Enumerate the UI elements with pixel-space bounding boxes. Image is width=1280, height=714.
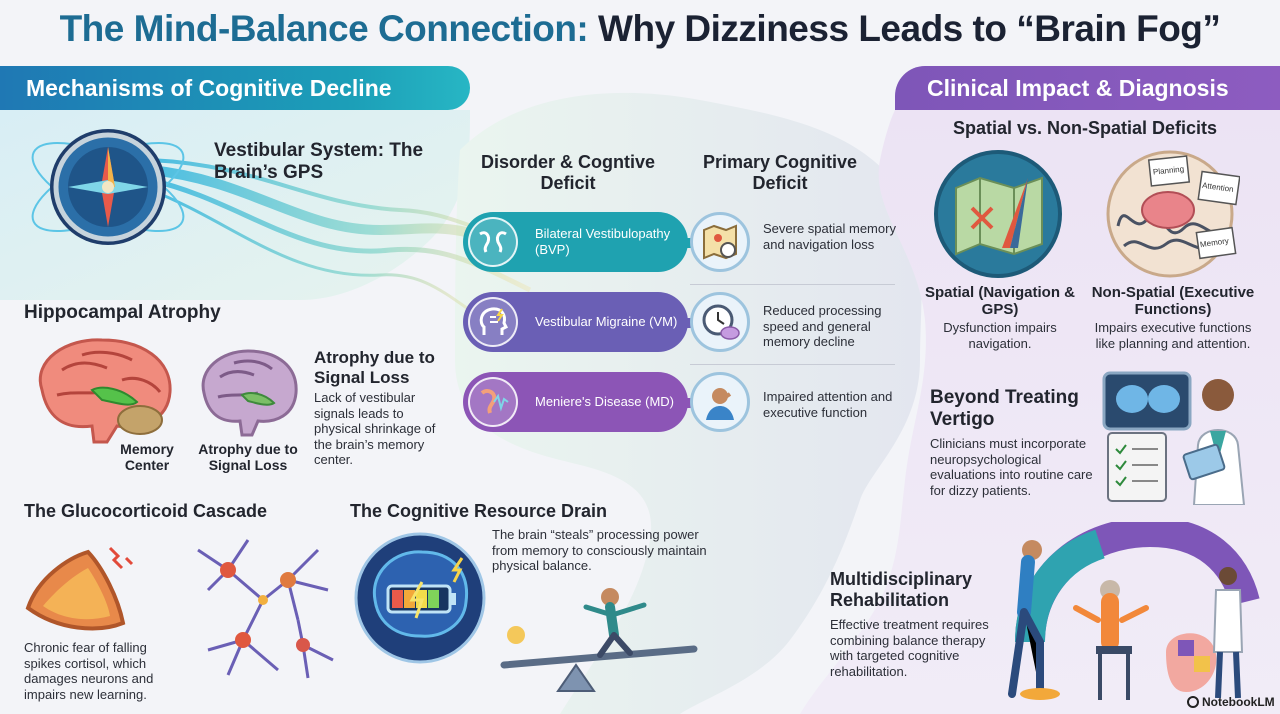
spatial-map-icon bbox=[934, 150, 1062, 278]
atrophy-subheading: Atrophy due to Signal Loss bbox=[314, 348, 435, 387]
middle-col2-heading: Primary Cognitive Deficit bbox=[702, 152, 858, 193]
spatial-text: Dysfunction impairs navigation. bbox=[943, 320, 1057, 351]
disorder-label: Bilateral Vestibulopathy (BVP) bbox=[535, 226, 671, 257]
section-banner-mechanisms: Mechanisms of Cognitive Decline bbox=[0, 66, 470, 110]
rehab-text: Effective treatment requires combining b… bbox=[830, 617, 989, 679]
middle-col1-heading: Disorder & Cogntive Deficit bbox=[480, 152, 656, 193]
title-part-2: Why Dizziness Leads to “Brain Fog” bbox=[598, 8, 1221, 49]
label-memory-center: Memory Center bbox=[120, 441, 174, 474]
deficit-text: Reduced processing speed and general mem… bbox=[763, 303, 882, 350]
resource-drain-text: The brain “steals” processing power from… bbox=[492, 527, 707, 574]
brain-healthy-icon bbox=[38, 338, 172, 444]
disorder-pill-vm: Vestibular Migraine (VM) bbox=[463, 292, 688, 352]
ear-icon bbox=[468, 217, 518, 267]
hippocampal-heading: Hippocampal Atrophy bbox=[24, 302, 221, 323]
row-divider bbox=[690, 364, 895, 365]
rehabilitation-icon bbox=[1008, 522, 1260, 700]
disorder-pill-md: Meniere's Disease (MD) bbox=[463, 372, 688, 432]
brand-label: NotebookLM bbox=[1202, 695, 1275, 709]
notebooklm-icon bbox=[1187, 696, 1199, 708]
note-planning: Planning bbox=[1153, 164, 1185, 176]
glucocorticoid-heading: The Glucocorticoid Cascade bbox=[24, 501, 268, 521]
nonspatial-title: Non-Spatial (Executive Functions) bbox=[1091, 284, 1255, 319]
glucocorticoid-text: Chronic fear of falling spikes cortisol,… bbox=[24, 640, 154, 702]
section-banner-clinical: Clinical Impact & Diagnosis bbox=[895, 66, 1280, 110]
migraine-head-icon bbox=[468, 297, 518, 347]
resource-drain-heading: The Cognitive Resource Drain bbox=[350, 501, 608, 521]
ear-sound-icon bbox=[468, 377, 518, 427]
brain-atrophy-icon bbox=[201, 349, 298, 437]
nonspatial-text: Impairs executive functions like plannin… bbox=[1094, 320, 1252, 351]
damaged-neurons-icon bbox=[197, 539, 334, 679]
vertigo-heading: Beyond Treating Vertigo bbox=[930, 387, 1079, 430]
note-memory: Memory bbox=[1199, 236, 1229, 249]
dizzy-person-icon bbox=[690, 372, 750, 432]
row-divider bbox=[690, 284, 895, 285]
notebooklm-logo: NotebookLM bbox=[1187, 695, 1275, 709]
clinician-icon bbox=[1102, 371, 1246, 505]
disorder-pill-bvp: Bilateral Vestibulopathy (BVP) bbox=[463, 212, 688, 272]
note-attention: Attention bbox=[1202, 181, 1235, 194]
deficits-heading: Spatial vs. Non-Spatial Deficits bbox=[952, 118, 1218, 138]
deficit-text: Severe spatial memory and navigation los… bbox=[763, 221, 896, 252]
banner-left-label: Mechanisms of Cognitive Decline bbox=[26, 74, 392, 101]
nonspatial-brain-icon: Planning Attention Memory bbox=[1106, 150, 1240, 278]
spatial-title: Spatial (Navigation & GPS) bbox=[924, 284, 1076, 319]
vestibular-heading: Vestibular System: The Brain’s GPS bbox=[214, 140, 424, 183]
compass-icon bbox=[31, 129, 185, 245]
page-title: The Mind-Balance Connection: Why Dizzine… bbox=[0, 8, 1280, 50]
adrenal-gland-icon bbox=[25, 546, 134, 631]
rehab-heading: Multidisciplinary Rehabilitation bbox=[830, 569, 973, 610]
banner-right-label: Clinical Impact & Diagnosis bbox=[927, 74, 1229, 101]
title-part-1: The Mind-Balance Connection: bbox=[59, 8, 589, 49]
disorder-label: Meniere's Disease (MD) bbox=[535, 394, 675, 410]
map-compass-icon bbox=[690, 212, 750, 272]
vertigo-text: Clinicians must incorporate neuropsychol… bbox=[930, 436, 1093, 498]
atrophy-text: Lack of vestibular signals leads to phys… bbox=[314, 390, 436, 468]
clock-brain-icon bbox=[690, 292, 750, 352]
deficit-text: Impaired attention and executive functio… bbox=[763, 389, 893, 420]
brain-battery-icon bbox=[354, 532, 486, 664]
label-atrophy: Atrophy due to Signal Loss bbox=[198, 441, 298, 474]
disorder-label: Vestibular Migraine (VM) bbox=[535, 314, 678, 330]
seesaw-balance-icon bbox=[500, 588, 698, 692]
